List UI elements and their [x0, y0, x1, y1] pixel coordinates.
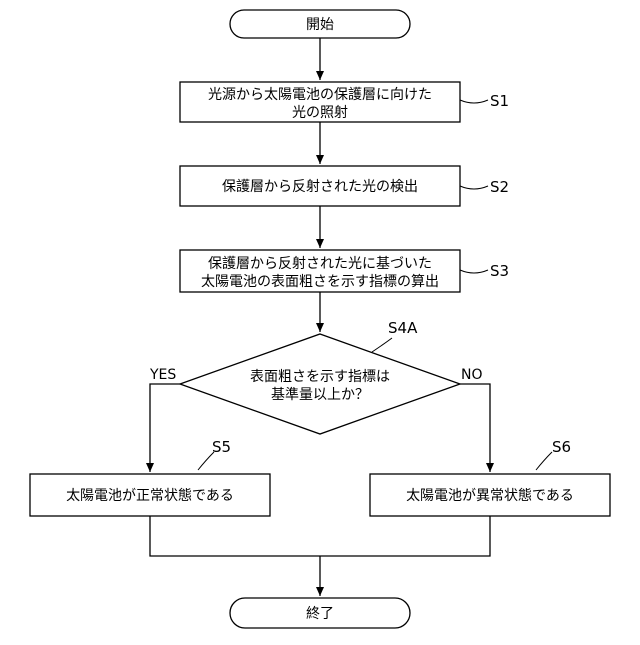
end-terminal: 終了	[230, 598, 410, 628]
start-label: 開始	[306, 17, 334, 33]
end-label: 終了	[306, 606, 334, 622]
step-s1-id: S1	[490, 92, 509, 110]
step-s2-leader	[460, 186, 488, 189]
step-s3: 保護層から反射された光に基づいた 太陽電池の表面粗さを示す指標の算出 S3	[180, 250, 509, 292]
arrow-no-to-s6	[460, 384, 490, 472]
outcome-s6-id: S6	[552, 438, 571, 456]
step-s1-line-2: 光の照射	[292, 105, 348, 121]
merge-line	[150, 516, 490, 556]
decision-s4a: 表面粗さを示す指標は 基準量以上か？ S4A YES NO	[149, 319, 483, 434]
step-s1-leader	[460, 100, 488, 103]
decision-yes-label: YES	[149, 367, 176, 383]
step-s3-line-2: 太陽電池の表面粗さを示す指標の算出	[201, 274, 439, 290]
step-s3-line-1: 保護層から反射された光に基づいた	[208, 255, 432, 272]
decision-no-label: NO	[461, 367, 483, 383]
step-s2-line-1: 保護層から反射された光の検出	[222, 179, 418, 195]
decision-line-1: 表面粗さを示す指標は	[250, 369, 390, 385]
outcome-s5-id: S5	[212, 438, 231, 456]
step-s2-id: S2	[490, 178, 509, 196]
step-s3-id: S3	[490, 262, 509, 280]
outcome-s6-text: 太陽電池が異常状態である	[406, 488, 574, 504]
step-s3-leader	[460, 270, 488, 273]
decision-leader	[372, 338, 392, 352]
step-s1-line-1: 光源から太陽電池の保護層に向けた	[208, 87, 432, 103]
step-s2: 保護層から反射された光の検出 S2	[180, 166, 509, 206]
start-terminal: 開始	[230, 10, 410, 38]
decision-line-2: 基準量以上か？	[271, 386, 369, 403]
outcome-s5-text: 太陽電池が正常状態である	[66, 488, 234, 504]
arrow-yes-to-s5	[150, 384, 180, 472]
outcome-s6-leader	[536, 452, 552, 470]
decision-id: S4A	[388, 319, 418, 337]
step-s1: 光源から太陽電池の保護層に向けた 光の照射 S1	[180, 82, 509, 122]
